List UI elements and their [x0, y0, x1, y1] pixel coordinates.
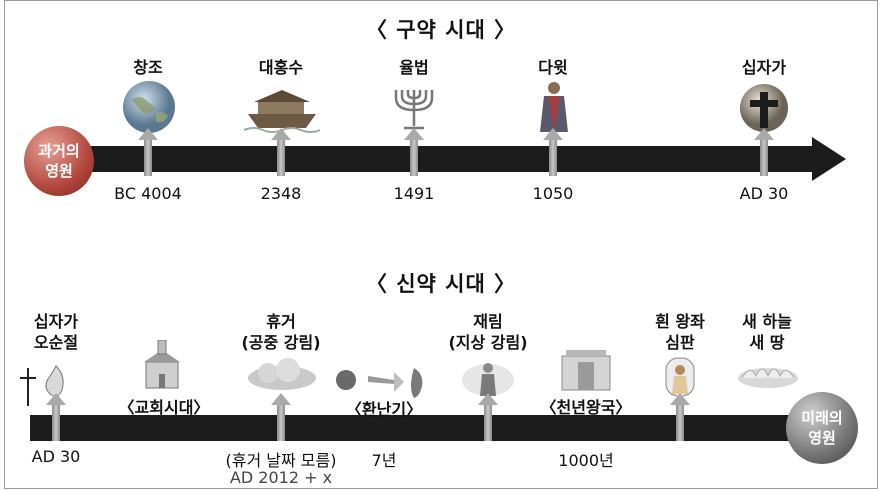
- menorah-icon: [388, 82, 440, 134]
- ark-icon: [243, 84, 321, 134]
- creation-pin-head: [138, 128, 158, 140]
- event-label-david: 다윗: [538, 58, 568, 77]
- old-timeline-arrowhead: [812, 137, 846, 181]
- event-date-rapture: (휴거 날짜 모름): [225, 451, 337, 470]
- flood-pin-head: [271, 128, 291, 140]
- era-label-tribulation: 〈환난기〉: [345, 400, 423, 419]
- event-label-flood: 대홍수: [258, 58, 304, 77]
- frame: [4, 0, 878, 489]
- new-heaven-label-1: 새 하늘: [742, 312, 792, 331]
- flood-pin: [277, 140, 285, 176]
- white-throne-pin-head: [670, 393, 690, 405]
- event-label-pentecost-1: 십자가: [33, 312, 79, 331]
- event-label-creation: 창조: [133, 58, 163, 77]
- trumpet-icon: [332, 362, 436, 402]
- old-timeline-bar: [60, 146, 820, 172]
- event-label-rapture-2: (공중 강림): [241, 333, 321, 352]
- event-date-cross: AD 30: [739, 184, 789, 203]
- era-label-millennium: 〈천년왕국〉: [540, 398, 632, 417]
- david-pin-head: [543, 128, 563, 140]
- event-label-white-throne-1: 흰 왕좌: [655, 312, 705, 331]
- new-earth-icon: [736, 360, 800, 390]
- rapture-pin-head: [271, 393, 291, 405]
- white-throne-pin: [676, 405, 684, 441]
- rapture-pin: [277, 405, 285, 441]
- future-eternity-line1: 미래의: [801, 409, 843, 427]
- era-date-millennium: 1000년: [558, 451, 614, 470]
- event-label-second-coming-1: 재림: [473, 312, 503, 331]
- temple-icon: [558, 346, 614, 392]
- pentecost-pin: [52, 405, 60, 441]
- church-icon: [140, 339, 184, 390]
- event-date-david: 1050: [532, 184, 574, 203]
- david-pin: [549, 140, 557, 176]
- cross-pin-head: [754, 128, 774, 140]
- old-testament-title: 〈 구약 시대 〉: [365, 18, 517, 42]
- event-date-flood: 2348: [260, 184, 302, 203]
- past-eternity-line1: 과거의: [38, 142, 80, 160]
- event-label-pentecost-2: 오순절: [33, 333, 79, 352]
- event-date-pentecost: AD 30: [31, 447, 81, 466]
- past-eternity-line2: 영원: [45, 162, 73, 180]
- cloud-icon: [246, 358, 318, 392]
- throne-icon: [664, 356, 696, 398]
- earth-icon: [120, 80, 178, 134]
- new-heaven-label-2: 새 땅: [749, 333, 785, 352]
- cross-globe-icon: [738, 82, 790, 134]
- cross-flame-icon: [14, 358, 74, 408]
- second-coming-pin: [484, 405, 492, 441]
- law-pin: [410, 140, 418, 176]
- event-label-second-coming-2: (지상 강림): [448, 333, 528, 352]
- future-eternity-ball: 미래의 영원: [786, 392, 858, 464]
- law-pin-head: [404, 128, 424, 140]
- pentecost-pin-head: [46, 393, 66, 405]
- new-testament-title: 〈 신약 시대 〉: [365, 272, 517, 296]
- event-label-cross: 십자가: [741, 58, 787, 77]
- cross-pin: [760, 140, 768, 176]
- second-coming-icon: [460, 356, 516, 398]
- past-eternity-ball: 과거의 영원: [24, 126, 94, 196]
- event-label-rapture-1: 휴거: [266, 312, 296, 331]
- second-coming-pin-head: [478, 393, 498, 405]
- event-sub-rapture: AD 2012 + x: [229, 468, 333, 487]
- creation-pin: [144, 140, 152, 176]
- event-date-creation: BC 4004: [114, 184, 182, 203]
- future-eternity-line2: 영원: [808, 429, 836, 447]
- king-david-icon: [538, 80, 570, 136]
- era-date-tribulation: 7년: [371, 451, 397, 470]
- event-label-law: 율법: [399, 58, 429, 77]
- era-label-church: 〈교회시대〉: [118, 398, 210, 417]
- event-label-white-throne-2: 심판: [665, 333, 695, 352]
- event-date-law: 1491: [393, 184, 435, 203]
